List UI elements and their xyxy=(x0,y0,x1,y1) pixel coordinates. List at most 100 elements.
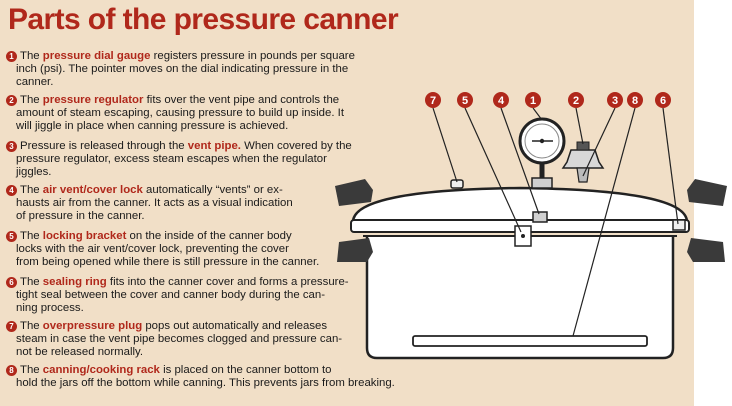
canner-lid xyxy=(351,186,689,224)
callout-badge-1: 1 xyxy=(525,92,541,108)
callout-circle xyxy=(457,92,473,108)
part-number-badge: 6 xyxy=(6,277,17,288)
callout-number: 8 xyxy=(632,95,638,107)
part-intro-text: The xyxy=(20,230,43,242)
callout-number: 5 xyxy=(462,95,468,107)
callout-number: 4 xyxy=(498,95,505,107)
callout-number: 7 xyxy=(430,95,436,107)
callout-leader-line xyxy=(572,107,636,337)
part-text-line: locks with the air vent/cover lock, prev… xyxy=(16,243,289,256)
gauge-base xyxy=(531,177,553,189)
callout-circle xyxy=(425,92,441,108)
part-text-line: not be released normally. xyxy=(16,346,144,359)
callout-number: 1 xyxy=(530,95,536,107)
sealing-ring-icon xyxy=(672,219,686,231)
callout-circle xyxy=(607,92,623,108)
callout-leader-line xyxy=(582,107,616,177)
part-text-line: fits over the vent pipe and controls the xyxy=(143,94,340,106)
part-term: vent pipe. xyxy=(187,140,241,152)
part-text-line: will jiggle in place when canning pressu… xyxy=(16,120,289,133)
lid-handle-left xyxy=(335,179,373,206)
callout-badge-6: 6 xyxy=(655,92,671,108)
callout-circle xyxy=(493,92,509,108)
part-term: overpressure plug xyxy=(42,320,143,332)
part-intro-text: The xyxy=(20,94,43,106)
callout-leader-line xyxy=(575,107,584,145)
body-handle-left xyxy=(337,238,373,262)
part-intro-text: The xyxy=(20,364,43,376)
part-text-line: tight seal between the cover and canner … xyxy=(16,289,326,302)
callout-leader-line xyxy=(532,107,543,121)
part-text-line: When covered by the xyxy=(240,140,352,152)
gauge-pivot xyxy=(539,138,545,144)
part-intro-text: The xyxy=(20,320,43,332)
part-number-badge: 5 xyxy=(6,231,17,242)
part-term: locking bracket xyxy=(42,230,127,242)
part-text-line: steam in case the vent pipe becomes clog… xyxy=(16,333,343,346)
pressure-regulator-icon xyxy=(561,149,605,169)
canner-body xyxy=(365,236,675,360)
callout-number: 6 xyxy=(660,95,666,107)
callout-badge-2: 2 xyxy=(568,92,584,108)
part-intro-text: The xyxy=(20,50,43,62)
callout-badge-5: 5 xyxy=(457,92,473,108)
callout-badge-7: 7 xyxy=(425,92,441,108)
part-intro-text: Pressure is released through the xyxy=(20,140,188,152)
callout-circle xyxy=(627,92,643,108)
callout-circle xyxy=(525,92,541,108)
callout-badge-8: 8 xyxy=(627,92,643,108)
part-number-badge: 1 xyxy=(6,51,17,62)
pressure-canner-diagram: 7 5 4 1 2 3 8 6 xyxy=(335,92,727,360)
part-number-badge: 3 xyxy=(6,141,17,152)
part-text-line: on the inside of the canner body xyxy=(126,230,292,242)
callout-number: 3 xyxy=(612,95,618,107)
part-text-line: fits into the canner cover and forms a p… xyxy=(106,276,349,288)
part-text-line: jiggles. xyxy=(16,166,52,179)
part-text-line: hausts air from the canner. It acts as a… xyxy=(16,197,293,210)
canning-rack xyxy=(412,335,648,347)
part-term: pressure dial gauge xyxy=(42,50,151,62)
page-title: Parts of the pressure canner xyxy=(8,3,399,36)
part-text-line: from being opened while there is still p… xyxy=(16,256,320,269)
callout-leader-line xyxy=(432,107,458,183)
body-handle-right xyxy=(687,238,725,262)
air-vent-cover-lock-icon xyxy=(532,211,548,223)
part-text-line: pops out automatically and releases xyxy=(142,320,328,332)
callout-badge-3: 3 xyxy=(607,92,623,108)
part-text-line: inch (psi). The pointer moves on the dia… xyxy=(16,63,349,76)
part-intro-text: The xyxy=(20,184,43,196)
part-number-badge: 4 xyxy=(6,185,17,196)
part-text-line: canner. xyxy=(16,76,54,89)
callout-leader-line xyxy=(662,107,679,225)
callout-leader-line xyxy=(500,107,540,215)
part-term: air vent/cover lock xyxy=(42,184,143,196)
part-term: sealing ring xyxy=(42,276,107,288)
callout-circle xyxy=(568,92,584,108)
callout-circle xyxy=(655,92,671,108)
part-text-line: pressure regulator, excess steam escapes… xyxy=(16,153,327,166)
callout-badge-4: 4 xyxy=(493,92,509,108)
part-term: pressure regulator xyxy=(42,94,144,106)
part-text-line: automatically “vents” or ex- xyxy=(142,184,283,196)
lid-handle-right xyxy=(687,179,727,206)
callout-leader-line xyxy=(464,107,522,233)
part-text-line: is placed on the canner bottom to xyxy=(159,364,332,376)
part-text-line: hold the jars off the bottom while canni… xyxy=(16,377,395,390)
part-term: canning/cooking rack xyxy=(42,364,160,376)
part-text-line: registers pressure in pounds per square xyxy=(150,50,355,62)
part-number-badge: 8 xyxy=(6,365,17,376)
part-text-line: amount of steam escaping, causing pressu… xyxy=(16,107,344,120)
part-intro-text: The xyxy=(20,276,43,288)
callout-number: 2 xyxy=(573,95,579,107)
overpressure-plug-icon xyxy=(450,179,464,189)
part-number-badge: 2 xyxy=(6,95,17,106)
part-text-line: ning process. xyxy=(16,302,84,315)
